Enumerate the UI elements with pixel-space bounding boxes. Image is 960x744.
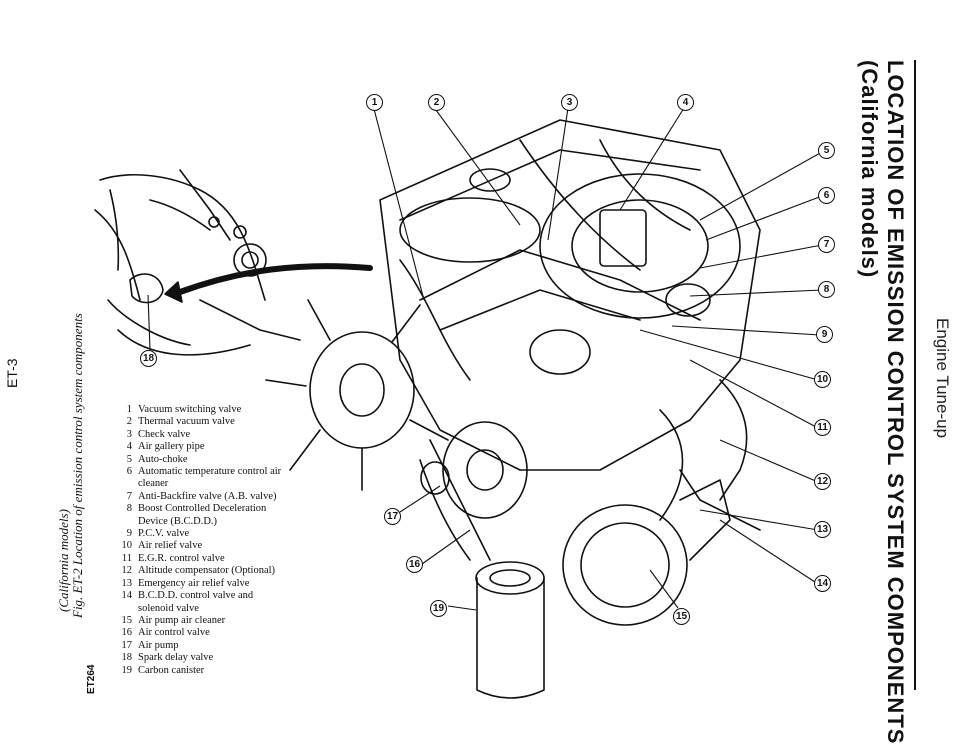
legend-label: Air pump air cleaner [138, 614, 226, 626]
callout-5: 5 [818, 142, 835, 159]
callout-18: 18 [140, 350, 157, 367]
legend-item: 1 Vacuum switching valve [116, 404, 286, 416]
legend-label: Anti-Backfire valve (A.B. valve) [138, 490, 277, 502]
inset-detail [94, 169, 301, 356]
legend-number: 7 [126, 490, 132, 502]
header-rule [914, 60, 916, 690]
legend-label: Check valve [138, 428, 191, 440]
legend-item: 16 Air control valve [116, 627, 286, 639]
legend-item: 5 Auto-choke [116, 454, 286, 466]
legend-number: 14 [121, 590, 133, 602]
legend-label: Air relief valve [138, 540, 203, 552]
legend-item: 11 E.G.R. control valve [116, 553, 286, 565]
callout-16: 16 [406, 556, 423, 573]
figure-ref-code: ET264 [86, 664, 97, 694]
callout-13: 13 [814, 521, 831, 538]
callout-2: 2 [428, 94, 445, 111]
legend-number: 10 [121, 540, 133, 552]
legend-label: Spark delay valve [138, 652, 214, 664]
legend-item: 10 Air relief valve [116, 540, 286, 552]
legend-label: Emergency air relief valve [138, 577, 250, 589]
legend-label: Thermal vacuum valve [138, 416, 235, 428]
legend-number: 16 [121, 627, 133, 639]
callout-6: 6 [818, 187, 835, 204]
legend-number: 18 [121, 652, 133, 664]
callout-8: 8 [818, 281, 835, 298]
legend-number: 12 [121, 565, 133, 577]
legend-item: 12 Altitude compensator (Optional) [116, 565, 286, 577]
legend-item: 7 Anti-Backfire valve (A.B. valve) [116, 491, 286, 503]
callout-10: 10 [814, 371, 831, 388]
callout-11: 11 [814, 419, 831, 436]
legend-number: 13 [121, 577, 133, 589]
callout-14: 14 [814, 575, 831, 592]
legend-label: Air pump [138, 639, 179, 651]
page-number: ET-3 [4, 358, 20, 388]
legend-item: 17 Air pump [116, 640, 286, 652]
legend-label: Air gallery pipe [138, 441, 205, 453]
legend-item: 8 Boost Controlled Deceleration Device (B… [116, 503, 286, 528]
legend-item: 6 Automatic temperature control air clean… [116, 466, 286, 491]
figure-caption-sub: (California models) [56, 509, 71, 612]
callout-15: 15 [673, 608, 690, 625]
callout-3: 3 [561, 94, 578, 111]
legend-number: 5 [126, 453, 132, 465]
legend-number: 1 [126, 404, 132, 415]
callout-9: 9 [816, 326, 833, 343]
figure-caption: Fig. ET-2 Location of emission control s… [70, 313, 85, 618]
legend-number: 11 [121, 552, 132, 564]
legend-item: 2 Thermal vacuum valve [116, 416, 286, 428]
legend-number: 9 [126, 528, 132, 540]
legend-number: 3 [126, 428, 132, 440]
legend-number: 6 [126, 466, 132, 478]
legend-number: 8 [126, 503, 132, 515]
component-legend: 1 Vacuum switching valve 2 Thermal vacuum v… [116, 404, 286, 677]
legend-label: Boost Controlled Deceleration Device (B.… [138, 503, 267, 527]
legend-item: 18 Spark delay valve [116, 652, 286, 664]
legend-item: 4 Air gallery pipe [116, 441, 286, 453]
legend-label: P.C.V. valve [138, 528, 190, 540]
legend-number: 19 [121, 664, 133, 676]
callout-12: 12 [814, 473, 831, 490]
legend-label: Carbon canister [138, 664, 205, 676]
legend-label: E.G.R. control valve [138, 552, 225, 564]
legend-label: B.C.D.D. control valve and solenoid valv… [138, 590, 254, 614]
callout-4: 4 [677, 94, 694, 111]
legend-number: 15 [121, 614, 133, 626]
callout-19: 19 [430, 600, 447, 617]
legend-label: Automatic temperature control air cleane… [138, 466, 282, 490]
callout-7: 7 [818, 236, 835, 253]
legend-item: 14 B.C.D.D. control valve and solenoid va… [116, 590, 286, 615]
callout-1: 1 [366, 94, 383, 111]
legend-label: Air control valve [138, 627, 210, 639]
legend-item: 13 Emergency air relief valve [116, 578, 286, 590]
legend-label: Altitude compensator (Optional) [138, 565, 276, 577]
legend-item: 9 P.C.V. valve [116, 528, 286, 540]
legend-label: Vacuum switching valve [138, 404, 242, 415]
legend-item: 19 Carbon canister [116, 665, 286, 677]
legend-number: 4 [126, 441, 132, 453]
engine-diagram [94, 107, 823, 699]
legend-item: 15 Air pump air cleaner [116, 615, 286, 627]
legend-number: 17 [121, 639, 133, 651]
legend-number: 2 [126, 416, 132, 428]
callout-17: 17 [384, 508, 401, 525]
legend-item: 3 Check valve [116, 429, 286, 441]
legend-label: Auto-choke [138, 453, 188, 465]
